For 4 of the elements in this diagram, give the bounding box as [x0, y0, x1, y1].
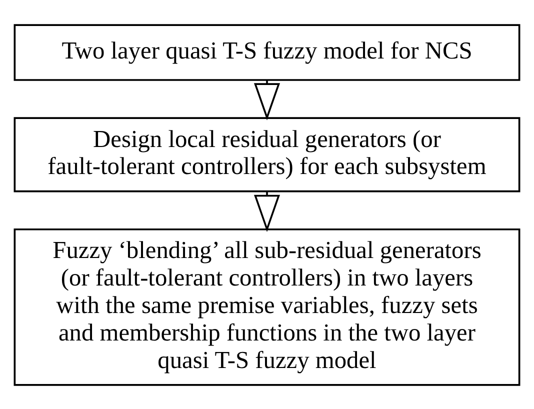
node-box: Two layer quasi T-S fuzzy model for NCS [14, 24, 520, 80]
node-box: Fuzzy ‘blending’ all sub-residual generators (or fault-tolerant controllers) in two layers with the same premise variables, fuzzy sets and membership functions in the two layer quasi T-S fuzzy model [14, 228, 520, 386]
arrow [254, 191, 280, 232]
node-box: Design local residual generators (or fault-tolerant controllers) for each subsystem [14, 116, 520, 192]
